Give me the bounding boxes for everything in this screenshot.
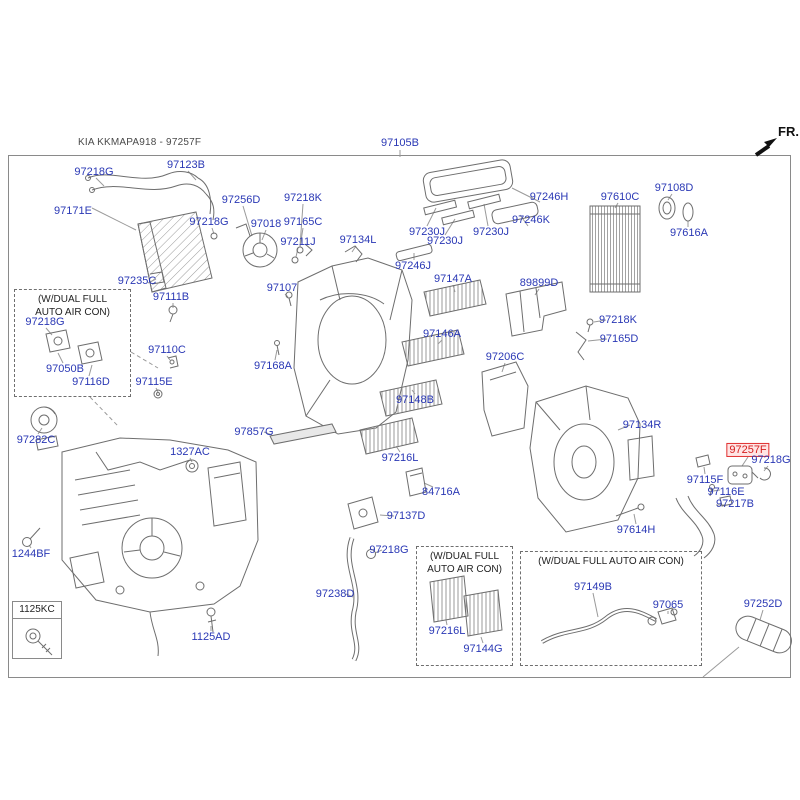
part-label-97147a[interactable]: 97147A [434,272,472,285]
part-label-97230j[interactable]: 97230J [472,225,510,238]
part-label-97148b[interactable]: 97148B [396,393,434,406]
part-label-1327ac[interactable]: 1327AC [170,445,210,458]
part-label-97206c[interactable]: 97206C [485,350,525,363]
part-label-97107[interactable]: 97107 [266,281,298,294]
part-label-97614h[interactable]: 97614H [616,523,656,536]
part-label-97218g[interactable]: 97218G [189,215,229,228]
part-label-97108d[interactable]: 97108D [654,181,694,194]
part-label-97282c[interactable]: 97282C [16,433,56,446]
part-label-97115f[interactable]: 97115F [686,473,724,486]
part-label-97235c[interactable]: 97235C [117,274,157,287]
part-label-97110c[interactable]: 97110C [148,343,186,356]
option-group-label: (W/DUAL FULL [429,551,500,562]
part-label-97050b[interactable]: 97050B [46,362,84,375]
part-label-97257f-highlighted[interactable]: 97257F [726,442,770,458]
catalog-code: KIA KKMAPA918 - 97257F [78,137,202,148]
part-label-97616a[interactable]: 97616A [670,226,708,239]
option-group-label: (W/DUAL FULL [37,294,108,305]
part-label-97218g[interactable]: 97218G [369,543,409,556]
part-label-97211j[interactable]: 97211J [280,235,316,248]
option-group-label: (W/DUAL FULL AUTO AIR CON) [538,556,684,567]
part-label-97218g[interactable]: 97218G [25,315,65,328]
option-group-label: AUTO AIR CON) [427,563,502,575]
part-label-97218g[interactable]: 97218G [74,165,114,178]
front-direction-label: FR. [778,124,799,139]
part-label-97116d[interactable]: 97116D [72,375,110,388]
part-label-97018[interactable]: 97018 [250,217,282,230]
part-label-1125ad[interactable]: 1125AD [191,630,231,643]
part-label-97216l[interactable]: 97216L [428,624,466,637]
option-group-box-3: (W/DUAL FULL AUTO AIR CON) [520,551,702,666]
part-label-97146a[interactable]: 97146A [423,327,461,340]
part-label-97065[interactable]: 97065 [652,598,684,611]
part-label-97111b[interactable]: 97111B [152,290,190,303]
part-label-89899d[interactable]: 89899D [519,276,559,289]
fastener-legend-box: 1125KC [12,601,62,659]
part-label-97252d[interactable]: 97252D [743,597,783,610]
part-label-97116e[interactable]: 97116E [707,485,745,498]
part-label-97149b[interactable]: 97149B [574,580,612,593]
part-label-97123b[interactable]: 97123B [167,158,205,171]
part-label-97610c[interactable]: 97610C [600,190,640,203]
part-label-97115e[interactable]: 97115E [135,375,173,388]
part-label-97165c[interactable]: 97165C [283,215,323,228]
part-label-97238d[interactable]: 97238D [315,587,355,600]
part-label-97134l[interactable]: 97134L [339,233,377,246]
part-label-84716a[interactable]: 84716A [422,485,460,498]
part-label-97165d[interactable]: 97165D [599,332,639,345]
part-label-97246j[interactable]: 97246J [394,259,432,272]
part-label-97144g[interactable]: 97144G [463,642,503,655]
part-label-97171e[interactable]: 97171E [54,204,92,217]
part-label-97230j[interactable]: 97230J [408,225,446,238]
part-label-97134r[interactable]: 97134R [622,418,662,431]
part-label-97216l[interactable]: 97216L [381,451,419,464]
fastener-legend-label: 1125KC [13,602,61,619]
part-label-1244bf[interactable]: 1244BF [11,547,51,560]
part-label-97218g[interactable]: 97218G [751,453,791,466]
part-label-97137d[interactable]: 97137D [386,509,426,522]
part-label-97218k[interactable]: 97218K [599,313,637,326]
part-label-97105b[interactable]: 97105B [381,136,419,149]
part-label-97246h[interactable]: 97246H [529,190,569,203]
part-label-97168a[interactable]: 97168A [254,359,292,372]
part-label-97256d[interactable]: 97256D [221,193,261,206]
part-label-97246k[interactable]: 97246K [512,213,550,226]
part-label-97230j[interactable]: 97230J [426,234,464,247]
part-label-97857g[interactable]: 97857G [234,425,274,438]
part-label-97217b[interactable]: 97217B [716,497,754,510]
option-group-label: AUTO AIR CON) [35,306,110,318]
part-label-97218k[interactable]: 97218K [284,191,322,204]
